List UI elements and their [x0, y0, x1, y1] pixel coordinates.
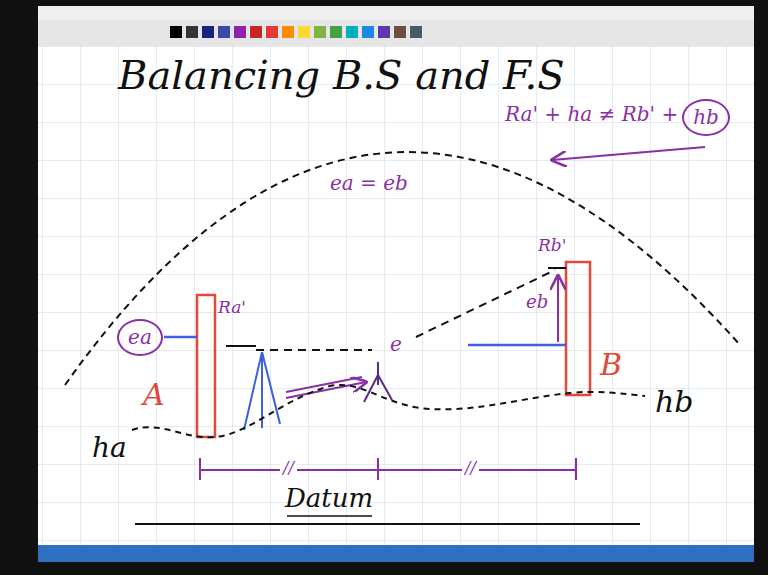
horizontal-sight	[468, 344, 566, 347]
staff-reading: Rb'	[538, 236, 566, 256]
circled-term: ea	[117, 319, 163, 356]
height-label: ha	[92, 432, 127, 464]
title: Balancing B.S and F.S	[118, 52, 565, 98]
equation: Ra' + ha ≠ Rb' +	[505, 103, 678, 126]
ground-line	[132, 385, 645, 437]
term-text: hb	[693, 106, 719, 129]
staff-b	[566, 262, 590, 395]
error-label: eb	[526, 292, 548, 313]
reading-tick	[548, 267, 566, 269]
datum-label: Datum	[285, 484, 373, 514]
inclined-sight	[416, 270, 555, 337]
status-bar	[38, 545, 754, 562]
canvas	[38, 46, 754, 545]
underline	[287, 515, 372, 517]
toolbar	[38, 20, 754, 46]
height-label: hb	[655, 385, 694, 420]
term-text: ea	[128, 326, 152, 349]
leader-arrow	[552, 147, 705, 160]
equal-mark: //	[462, 459, 479, 477]
tripod	[364, 362, 392, 402]
instrument-label: e	[390, 333, 402, 356]
station-label: A	[143, 378, 165, 413]
grid	[38, 46, 754, 545]
reading-tick	[226, 345, 256, 347]
station-label: B	[600, 348, 622, 383]
sight-line	[256, 349, 372, 351]
arc	[65, 152, 740, 385]
equal-mark: //	[280, 459, 297, 477]
menu-bar	[38, 6, 754, 20]
shift-arrow	[286, 377, 362, 392]
dimension-line	[200, 458, 576, 480]
datum-line	[135, 523, 640, 525]
color-swatches	[170, 26, 422, 38]
staff-a	[197, 295, 215, 437]
equation: ea = eb	[330, 172, 408, 195]
circled-term: hb	[682, 99, 730, 136]
sight-line	[164, 336, 197, 339]
error-arrow	[557, 276, 559, 342]
staff-reading: Ra'	[218, 298, 246, 318]
